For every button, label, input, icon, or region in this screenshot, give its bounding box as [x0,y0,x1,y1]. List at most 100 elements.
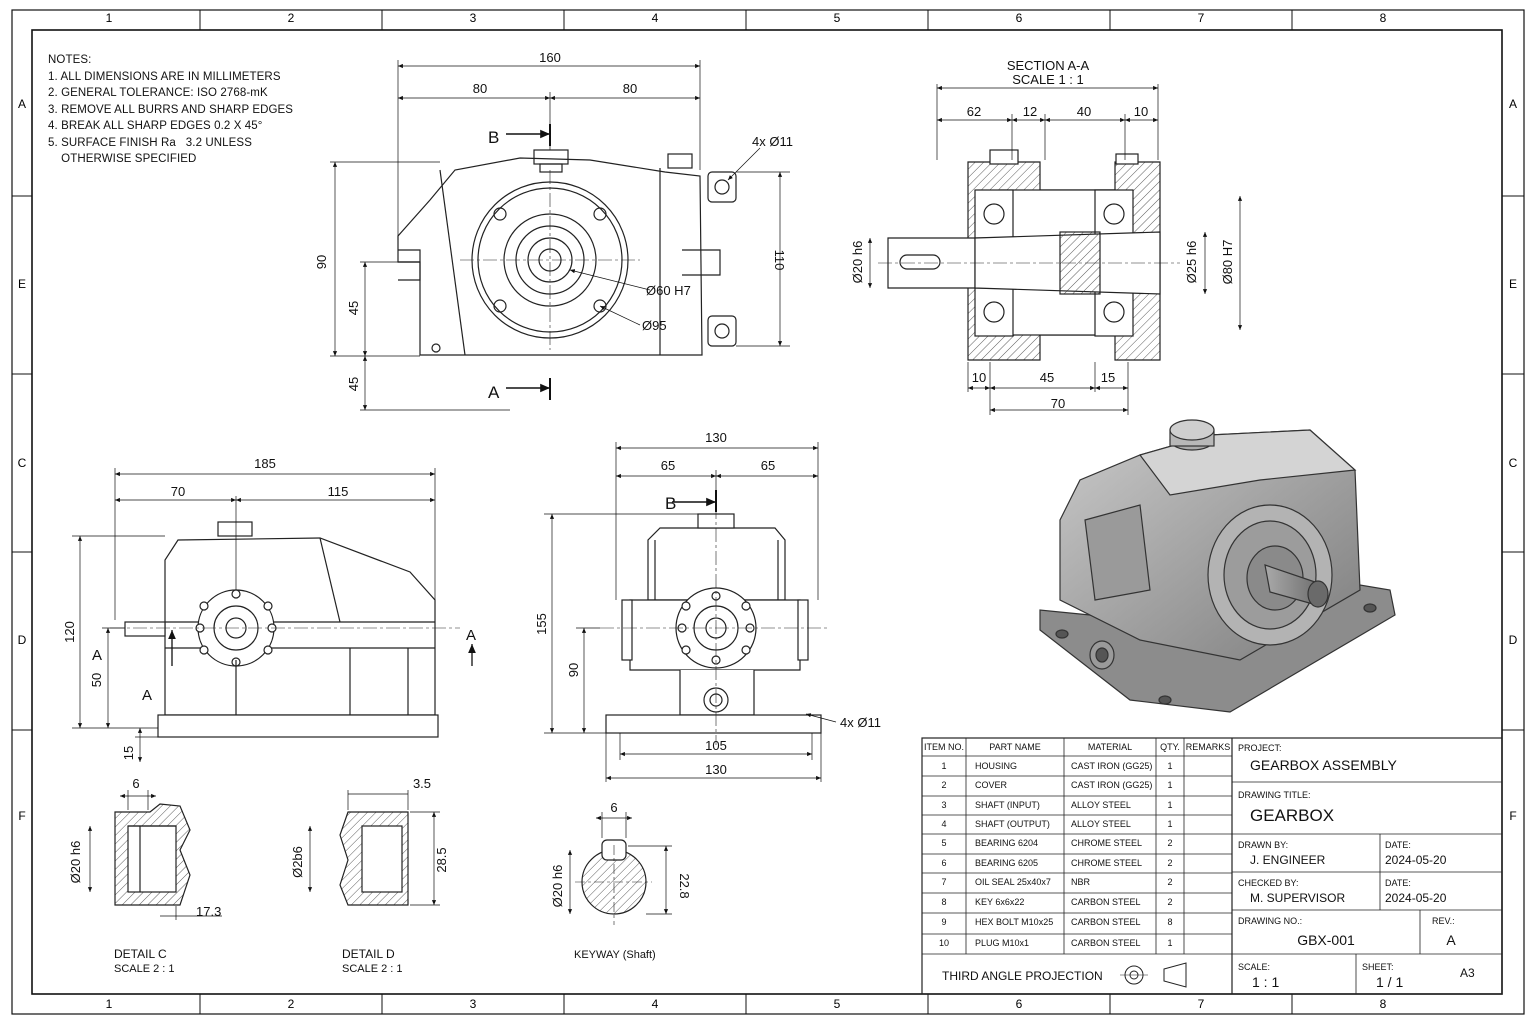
keyway-detail [575,839,652,925]
end-view-dims [544,442,837,782]
section-scale: SCALE 1 : 1 [1012,72,1084,87]
detail-c-dims [87,790,222,920]
grid-row-E-left: E [18,277,26,291]
detail-c-scale: SCALE 2 : 1 [114,963,175,975]
sec-dim-b10: 10 [972,370,986,385]
detail-d [339,811,409,906]
dim-80-left: 80 [473,81,487,96]
grid-col-1-bottom: 1 [106,997,113,1011]
bom-cell: BEARING 6205 [975,858,1039,868]
detail-c-labels: 6 Ø20 h6 17.3 DETAIL C SCALE 2 : 1 [68,776,221,975]
bom-cell: COVER [975,780,1008,790]
bom-cell: 1 [1167,761,1173,771]
bom-cell: ALLOY STEEL [1071,819,1131,829]
bom-header-part: PART NAME [989,742,1041,752]
grid-col-7-bottom: 7 [1198,997,1205,1011]
bom-cell: 8 [1167,917,1173,927]
bom-cell: 1 [1167,819,1173,829]
section-b-label: B [488,128,499,147]
note-4: 4. BREAK ALL SHARP EDGES 0.2 X 45° [48,120,263,132]
keyway-dim-6: 6 [610,800,617,815]
grid-col-5-bottom: 5 [834,997,841,1011]
side-dim-120: 120 [62,621,77,643]
bom-cell: PLUG M10x1 [975,938,1030,948]
projection-symbol [1120,962,1187,988]
grid-row-C-left: C [18,456,27,470]
grid-col-1-top: 1 [106,11,113,25]
bom-cell: SHAFT (INPUT) [975,800,1040,810]
keyway-dim-22-8: 22.8 [677,873,692,898]
grid-col-5-top: 5 [834,11,841,25]
side-dim-15: 15 [121,746,136,760]
front-view-dim-labels: 160 80 80 90 45 45 110 Ø60 H7 Ø95 4x Ø11… [314,50,793,402]
sheet-size: A3 [1460,966,1475,980]
rev-value: A [1446,932,1456,948]
bom-cell: 10 [938,938,950,948]
side-dim-185: 185 [254,456,276,471]
checked-date-value: 2024-05-20 [1385,891,1447,905]
detail-c-dim-17-3: 17.3 [196,904,221,919]
bom-cell: 6 [941,858,947,868]
dim-160: 160 [539,50,561,65]
bom-cell: KEY 6x6x22 [975,897,1025,907]
bom-cell: 5 [941,838,947,848]
end-dim-90: 90 [566,663,581,677]
sec-dim-40: 40 [1077,104,1091,119]
detail-c-dia: Ø20 h6 [68,841,83,884]
bom-header-remarks: REMARKS [1185,742,1231,752]
scale-label: SCALE: [1238,962,1271,972]
bom-cell: CARBON STEEL [1071,938,1141,948]
drawn-by-label: DRAWN BY: [1238,840,1289,850]
bom-cell: 2 [1167,877,1173,887]
end-view-labels: 130 65 65 155 90 105 130 4x Ø11 B [534,430,881,777]
bom-cell: 1 [1167,780,1173,790]
side-marker-a-bottom: A [142,687,152,704]
end-marker-b: B [665,494,676,513]
detail-d-scale: SCALE 2 : 1 [342,963,403,975]
grid-row-A-left: A [18,97,26,111]
bom-cell: 1 [1167,938,1173,948]
drawn-date-label: DATE: [1385,840,1411,850]
side-dim-50: 50 [89,673,104,687]
keyway-dims [567,812,672,915]
end-dim-65-right: 65 [761,458,775,473]
checked-date-label: DATE: [1385,878,1411,888]
note-2: 2. GENERAL TOLERANCE: ISO 2768-mK [48,87,268,99]
grid-row-C-right: C [1509,456,1518,470]
drawing-title-value: GEARBOX [1250,806,1335,825]
checked-by-label: CHECKED BY: [1238,878,1299,888]
sheet-value: 1 / 1 [1376,974,1404,990]
end-view [600,505,830,745]
grid-col-6-top: 6 [1016,11,1023,25]
bom-header-material: MATERIAL [1087,742,1133,752]
end-dim-65-left: 65 [661,458,675,473]
bom-cell: NBR [1071,877,1091,887]
detail-d-dim-3-5: 3.5 [413,776,431,791]
rev-label: REV.: [1432,916,1455,926]
bom-cell: ALLOY STEEL [1071,800,1131,810]
bom-cell: 2 [1167,838,1173,848]
bom-cell: 3 [941,800,947,810]
detail-c-title: DETAIL C [114,947,167,961]
sec-shaft-dia: Ø20 h6 [850,241,865,284]
end-dim-holes: 4x Ø11 [840,715,881,730]
grid-col-8-bottom: 8 [1380,997,1387,1011]
dim-110: 110 [772,250,787,271]
bom-cell: 1 [1167,800,1173,810]
side-view [110,521,460,738]
notes-block: NOTES: 1. ALL DIMENSIONS ARE IN MILLIMET… [48,52,293,168]
sec-dim-70: 70 [1051,396,1065,411]
bom-cell: SHAFT (OUTPUT) [975,819,1050,829]
dim-45-base: 45 [346,377,361,391]
bom-cell: CAST IRON (GG25) [1071,761,1153,771]
project-value: GEARBOX ASSEMBLY [1250,757,1397,773]
side-marker-a-left: A [92,647,102,664]
bom-cell: BEARING 6204 [975,838,1039,848]
bom-cell: CARBON STEEL [1071,917,1141,927]
detail-d-labels: 3.5 Ø2b6 28.5 DETAIL D SCALE 2 : 1 [290,776,449,975]
detail-d-dim-28-5: 28.5 [434,847,449,872]
note-1: 1. ALL DIMENSIONS ARE IN MILLIMETERS [48,70,281,83]
sec-dim-12: 12 [1023,104,1037,119]
